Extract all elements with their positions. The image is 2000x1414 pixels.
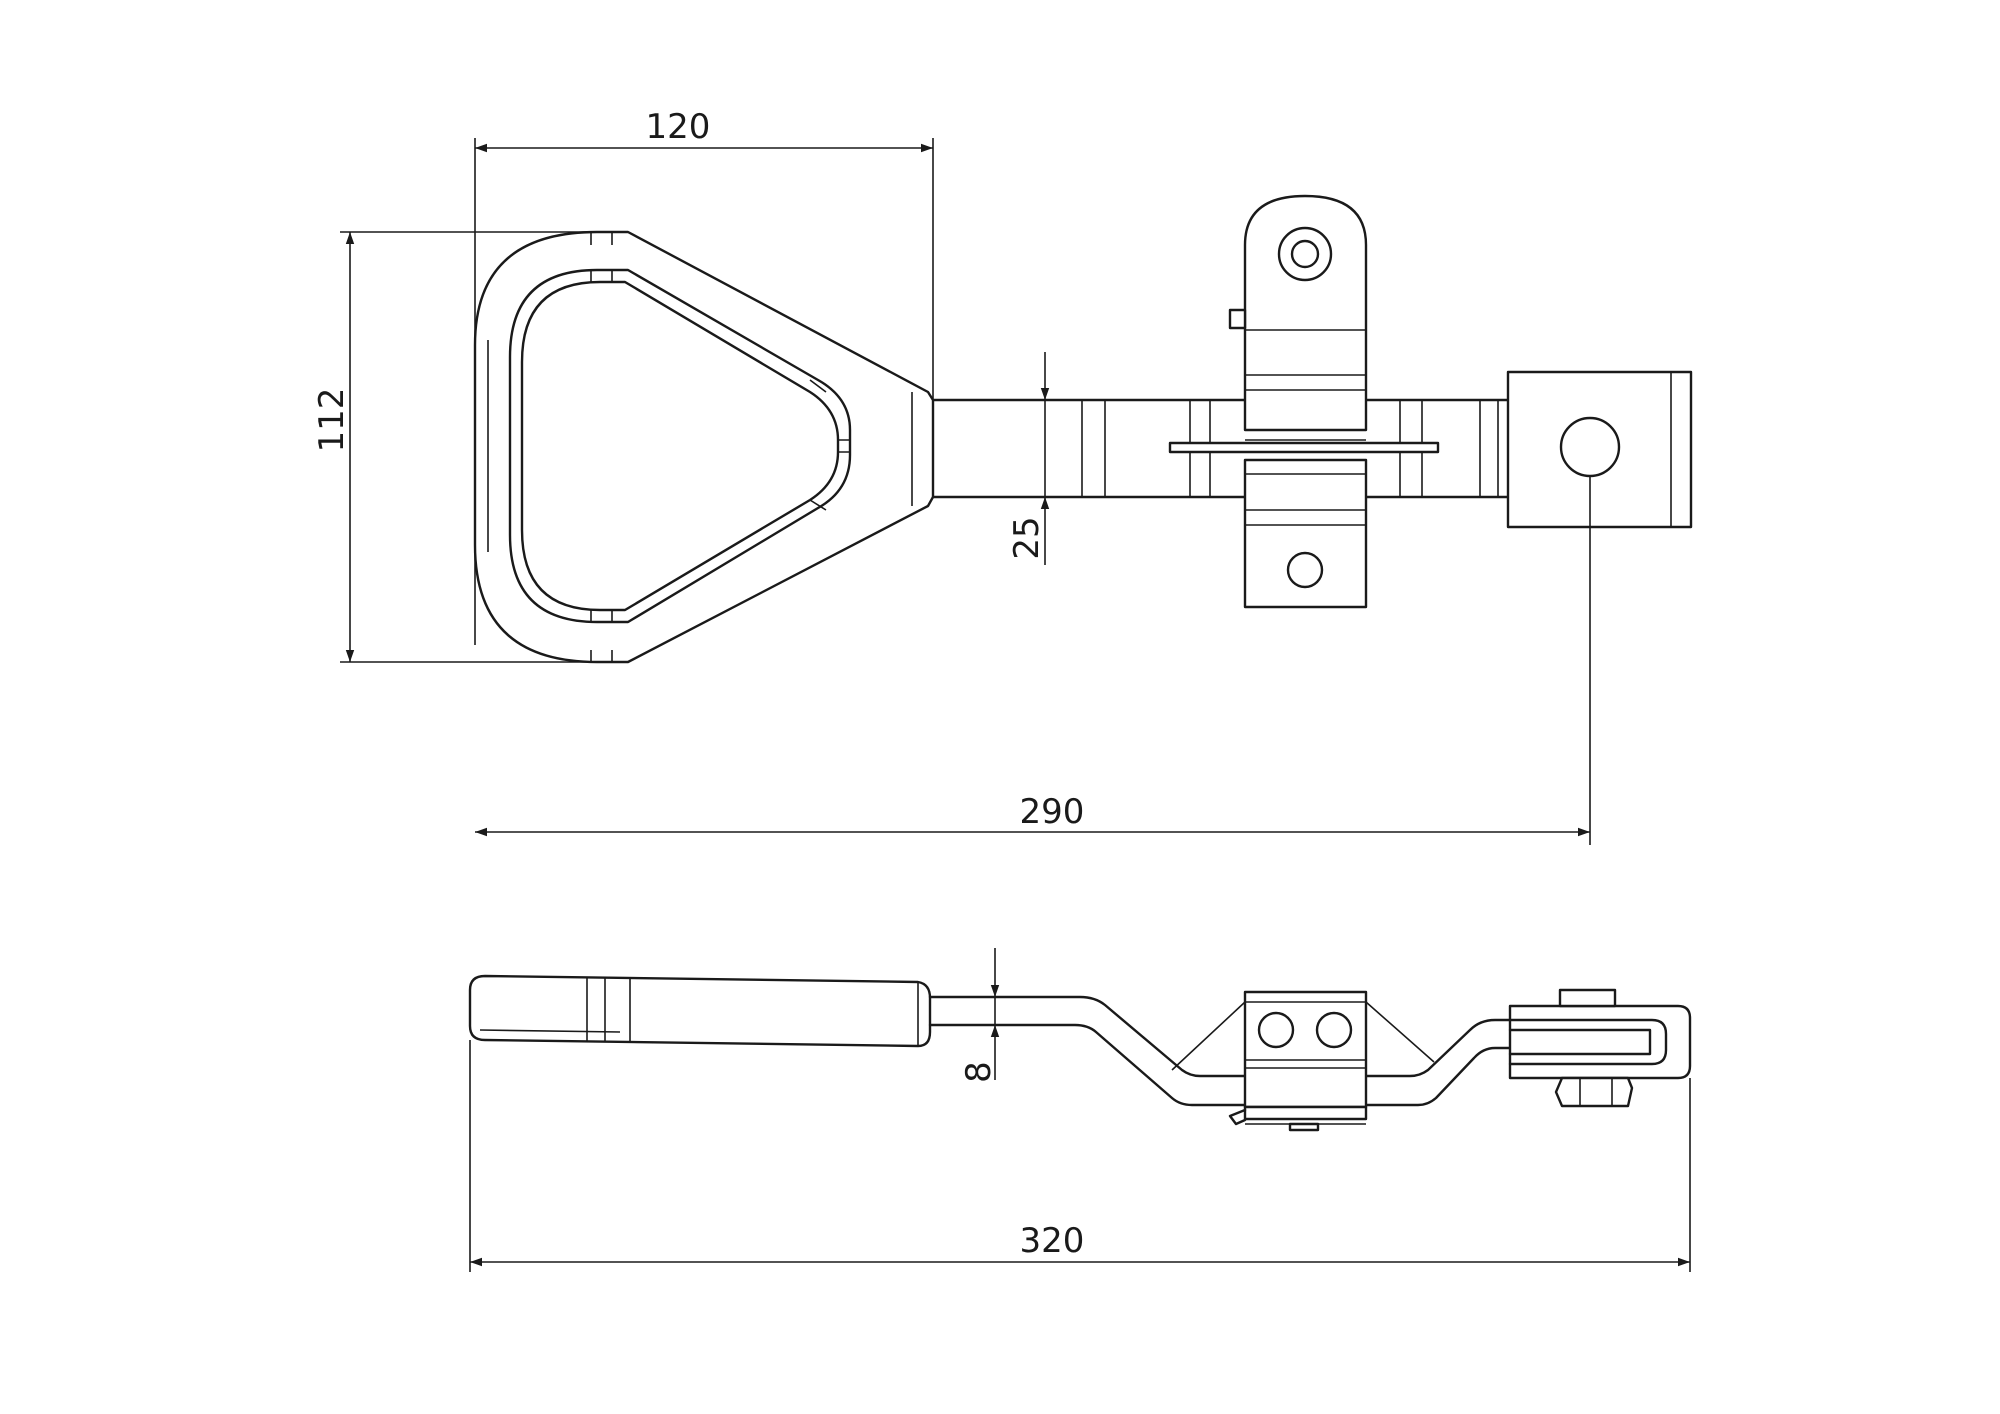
triangle-handle: [473, 230, 935, 664]
side-hole-right: [1315, 1011, 1353, 1049]
dim-top-height-label: 112: [312, 388, 352, 453]
dim-top-length-label: 290: [1020, 792, 1085, 832]
dim-top-length: 290: [475, 476, 1591, 845]
side-lever: [928, 995, 1522, 1107]
side-hole-left: [1257, 1011, 1295, 1049]
end-block: [1506, 370, 1693, 529]
side-view: 8 320: [468, 948, 1692, 1272]
nut: [1554, 1076, 1634, 1108]
dim-side-length: 320: [469, 1040, 1691, 1272]
bolt-hole: [1286, 551, 1324, 589]
dim-side-thickness-label: 8: [959, 1061, 999, 1083]
side-clevis: [1508, 988, 1692, 1108]
dim-side-length-label: 320: [1020, 1221, 1085, 1261]
side-clamp: [1228, 990, 1368, 1132]
dim-top-height: 112: [312, 231, 597, 663]
dim-top-width: 120: [474, 107, 934, 645]
dim-top-width-label: 120: [646, 107, 711, 147]
clamp-bracket: [1168, 194, 1440, 609]
dim-bar-width-label: 25: [1007, 516, 1047, 559]
stop-tab: [1228, 308, 1247, 330]
dim-side-thickness: 8: [959, 948, 1000, 1083]
top-view: 120 112 25 290: [312, 107, 1693, 845]
dim-bar-width: 25: [1007, 352, 1050, 565]
clevis-top-block: [1558, 988, 1617, 1008]
pivot-hole: [1277, 226, 1333, 282]
mounting-plate: [1168, 441, 1440, 454]
side-grip: [468, 974, 932, 1048]
